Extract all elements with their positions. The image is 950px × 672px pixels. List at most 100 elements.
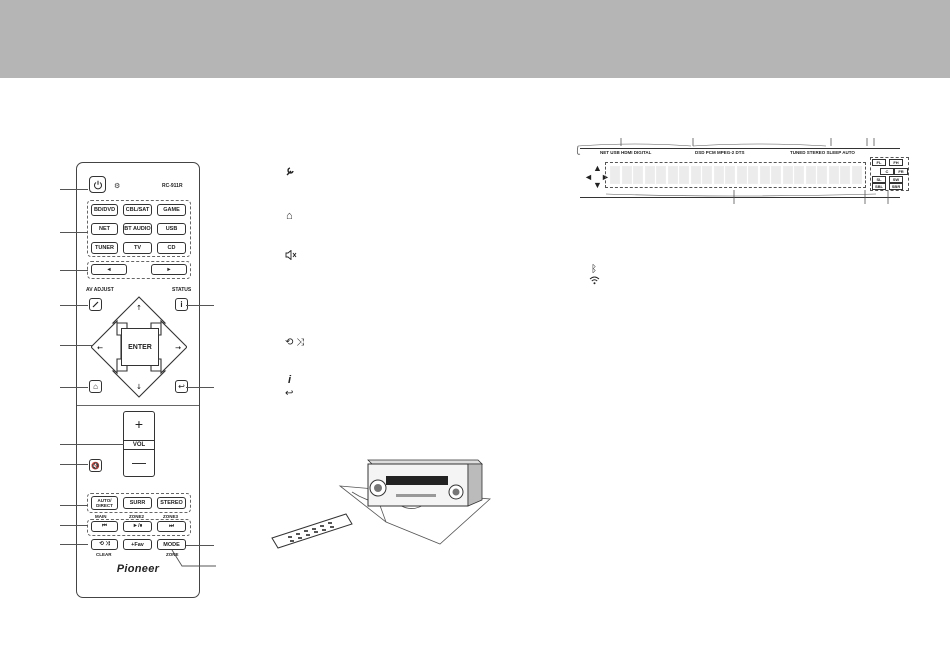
av-adjust-label: AV ADJUST <box>86 287 114 293</box>
zone-label: ZONE <box>166 552 179 557</box>
callout-line <box>60 525 88 526</box>
svg-text:←: ← <box>97 344 103 352</box>
dot-matrix-cell <box>621 166 632 184</box>
bt-audio-button[interactable]: BT AUDIO <box>123 223 152 235</box>
play-pause-button[interactable]: ►/⏸ <box>123 521 152 532</box>
channel-sw: SW <box>889 176 903 183</box>
stereo-button[interactable]: STEREO <box>157 497 186 509</box>
dot-matrix-cell <box>610 166 620 184</box>
channel-fl: FL <box>872 159 886 166</box>
volume-control[interactable]: + VOL — <box>123 411 155 477</box>
dot-matrix-cell <box>805 166 816 184</box>
dot-matrix-cell <box>771 166 781 184</box>
display-bottom-edge <box>580 197 900 198</box>
callout-line <box>60 444 124 445</box>
bd-dvd-button[interactable]: BD/DVD <box>91 204 118 216</box>
header-band <box>0 0 950 78</box>
dot-matrix-cell <box>644 166 655 184</box>
usb-button[interactable]: USB <box>157 223 186 235</box>
dot-matrix-cell <box>759 166 770 184</box>
volume-down-button[interactable]: — <box>132 454 146 470</box>
callout-line <box>60 305 88 306</box>
mute-icon <box>285 249 297 263</box>
callout-line <box>60 270 88 271</box>
mute-icon: 🔇 <box>91 462 100 470</box>
channel-fr: FR <box>894 168 908 175</box>
previous-button[interactable]: ⏮ <box>91 521 118 532</box>
dot-matrix-cell <box>794 166 804 184</box>
channel-fh: FH <box>889 159 903 166</box>
cbl-sat-button[interactable]: CBL/SAT <box>123 204 152 216</box>
right-arrow-button[interactable]: ► <box>151 264 187 275</box>
dot-matrix-area <box>605 162 866 188</box>
dot-matrix-cell <box>702 166 712 184</box>
indicator-led: ⚙ <box>114 183 121 190</box>
volume-label: VOL <box>124 440 154 450</box>
callout-line <box>60 189 88 190</box>
dot-matrix-cell <box>656 166 666 184</box>
dot-matrix-cell <box>725 166 735 184</box>
next-button[interactable]: ⏭ <box>157 521 186 532</box>
tv-button[interactable]: TV <box>123 242 152 254</box>
callout-line <box>60 544 88 545</box>
bluetooth-icon: ᛒ <box>591 264 597 275</box>
home-icon: ⌂ <box>93 382 98 391</box>
svg-text:↑: ↑ <box>136 304 142 312</box>
listening-mode-group <box>87 493 191 513</box>
mute-button[interactable]: 🔇 <box>89 459 102 472</box>
callout-line <box>60 464 88 465</box>
info-icon: i <box>288 374 292 386</box>
channel-sbl: SBL <box>872 183 886 190</box>
channel-sbr: SBR <box>889 183 903 190</box>
repeat-shuffle-icon: ⟲ ⤨ <box>285 337 305 348</box>
callout-line <box>60 387 88 388</box>
channel-indicator-area <box>870 157 909 191</box>
callout-line <box>186 545 214 546</box>
dot-matrix-cell <box>817 166 827 184</box>
power-button[interactable] <box>89 176 106 193</box>
callout-line <box>186 305 214 306</box>
home-icon: ⌂ <box>286 210 293 222</box>
display-indicators-left: NET USB HDMI DIGITAL <box>600 150 652 155</box>
dot-matrix-cell <box>782 166 793 184</box>
surr-button[interactable]: SURR <box>123 497 152 509</box>
auto-direct-button[interactable]: AUTO/ DIRECT <box>91 496 118 510</box>
remote-model: RC-911R <box>162 183 183 189</box>
volume-up-button[interactable]: + <box>134 416 144 432</box>
dot-matrix-cell <box>748 166 758 184</box>
mode-button[interactable]: MODE <box>157 539 186 550</box>
net-button[interactable]: NET <box>91 223 118 235</box>
front-display-diagram <box>580 148 900 198</box>
remote-divider <box>77 405 199 406</box>
transport-group <box>87 519 191 536</box>
zone3-label: ZONE3 <box>163 514 179 519</box>
clear-label: CLEAR <box>96 552 112 557</box>
av-adjust-button[interactable] <box>89 298 102 311</box>
cd-button[interactable]: CD <box>157 242 186 254</box>
pencil-icon <box>92 301 99 308</box>
receiver-illustration <box>271 459 491 549</box>
remote-control: ⚙ RC-911R BD/DVD CBL/SAT GAME NET BT AUD… <box>76 162 200 598</box>
enter-button[interactable]: ENTER <box>121 328 159 366</box>
dot-matrix-cell <box>667 166 678 184</box>
display-callouts <box>576 138 889 204</box>
callout-line <box>186 387 214 388</box>
home-button[interactable]: ⌂ <box>89 380 102 393</box>
fav-button[interactable]: +Fav <box>123 539 152 550</box>
tuner-button[interactable]: TUNER <box>91 242 118 254</box>
return-button[interactable]: ↩ <box>175 380 188 393</box>
game-button[interactable]: GAME <box>157 204 186 216</box>
dot-matrix-cell <box>828 166 839 184</box>
status-button[interactable]: i <box>175 298 188 311</box>
fav-callout-line <box>171 549 216 567</box>
status-label: STATUS <box>172 287 192 293</box>
dot-matrix-cell <box>679 166 689 184</box>
wifi-icon <box>589 276 600 288</box>
channel-c: C <box>880 168 894 175</box>
pioneer-logo: Pioneer <box>116 563 160 575</box>
callout-line <box>60 505 88 506</box>
channel-sl: SL <box>872 176 886 183</box>
left-arrow-button[interactable]: ◄ <box>91 264 127 275</box>
info-icon: i <box>180 300 183 309</box>
repeat-shuffle-button[interactable]: ⟲ ⤨ <box>91 539 118 550</box>
